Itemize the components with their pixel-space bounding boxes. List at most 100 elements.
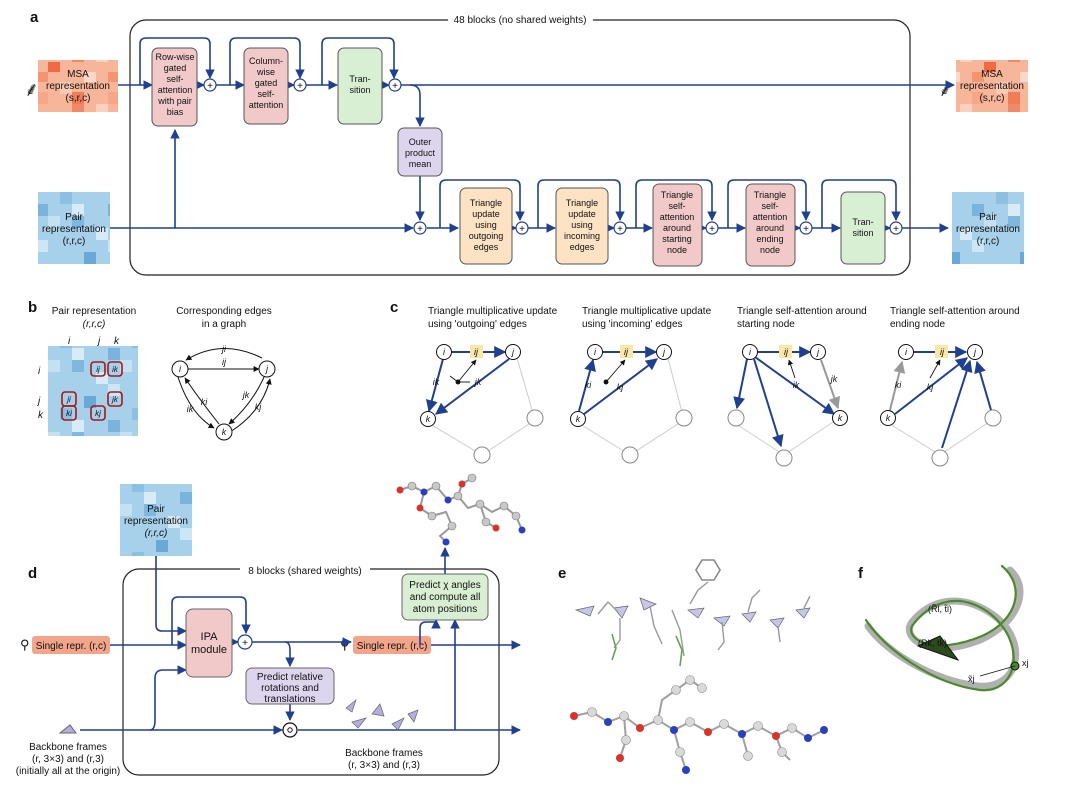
svg-text:i: i (594, 347, 597, 357)
pair-in-line3: (r,r,c) (63, 236, 86, 247)
svg-text:sition: sition (852, 228, 873, 238)
panel-c: c Triangle multiplicative update using '… (390, 299, 1020, 467)
svg-text:ki: ki (66, 409, 72, 418)
c-graph-ending: i j k ij ki kj (880, 344, 1002, 467)
svg-text:Triangle self-attention around: Triangle self-attention around (737, 306, 867, 317)
svg-text:mean: mean (409, 159, 432, 169)
pair-output: Pair representation (r,r,c) (952, 192, 1024, 264)
svg-text:ik: ik (112, 365, 119, 374)
svg-text:ik: ik (793, 380, 800, 390)
svg-text:jk: jk (474, 377, 482, 387)
d-single-out: Single repr. (r,c) (357, 641, 428, 652)
svg-text:jk: jk (830, 374, 838, 384)
svg-text:kj: kj (617, 382, 625, 392)
svg-text:attention: attention (753, 212, 788, 222)
predict-rot-box (245, 667, 335, 705)
sum-node-5 (515, 221, 529, 235)
pair-out-line3: (r,r,c) (977, 236, 1000, 247)
d-compose-node (282, 722, 298, 738)
panel-b: b Pair representation (r,r,c) Correspond… (28, 299, 276, 441)
f-backbone-traces (864, 564, 1024, 692)
row-attention-box (151, 47, 198, 127)
f-atom-link (979, 665, 1016, 677)
ipa-module-box (185, 608, 233, 678)
person-icon: ⚲ (340, 637, 350, 652)
d-pair-line1: Pair (147, 504, 165, 515)
ipa-line1: IPA (201, 631, 219, 643)
b-cell-labels: ij ik ji jk ki kj (66, 365, 119, 418)
svg-text:Triangle: Triangle (661, 190, 693, 200)
c-graph-incoming: i j k ij ki kj (570, 344, 693, 464)
f-frame-triangle (916, 635, 960, 662)
svg-text:Triangle multiplicative update: Triangle multiplicative update (582, 306, 712, 317)
predict-rot-line1: Predict relative (257, 672, 324, 683)
panel-c-label: c (390, 299, 398, 316)
svg-text:Triangle: Triangle (470, 198, 502, 208)
b-axis-labels: i j k i j k (36, 336, 120, 421)
svg-text:around: around (756, 223, 784, 233)
svg-text:around: around (663, 223, 691, 233)
tri-att-start-box (652, 183, 703, 267)
msa-in-line1: MSA (67, 69, 89, 80)
svg-text:using 'incoming' edges: using 'incoming' edges (582, 319, 683, 330)
svg-text:kj: kj (255, 402, 263, 412)
pair-out-line2: representation (956, 224, 1020, 235)
panel-a-arrows (110, 37, 955, 233)
pair-in-line2: representation (42, 224, 106, 235)
e-chain-molecule (570, 675, 828, 774)
svg-text:Triangle: Triangle (566, 198, 598, 208)
svg-text:ik: ik (187, 404, 194, 414)
tri-att-end-box (745, 183, 796, 267)
svg-text:node: node (667, 245, 687, 255)
svg-text:j: j (973, 347, 977, 357)
svg-text:k: k (886, 413, 891, 423)
panel-b-label: b (28, 299, 37, 316)
b-title2-line2: in a graph (202, 319, 246, 330)
f-label-true-frame: (Rk, tk) (918, 638, 947, 648)
svg-text:j: j (511, 347, 515, 357)
svg-text:ij: ij (624, 347, 629, 357)
msa-in-line2: representation (46, 81, 110, 92)
sum-node-6 (613, 221, 627, 235)
msa-output: ⸙ MSA representation (s,r,c) (938, 60, 1028, 112)
sum-node-8 (799, 221, 813, 235)
svg-text:k: k (576, 414, 581, 424)
svg-text:ik: ik (433, 377, 440, 387)
f-label-pred-frame: (R̃l, t̃l) (928, 604, 952, 614)
svg-text:update: update (472, 209, 500, 219)
svg-text:Tran-: Tran- (349, 74, 370, 84)
d-single-in: Single repr. (r,c) (36, 641, 107, 652)
svg-text:ki: ki (201, 397, 209, 407)
svg-text:self-: self- (166, 74, 183, 84)
svg-text:i: i (179, 364, 182, 374)
svg-text:ji: ji (221, 344, 227, 354)
panel-f: f (R̃l, t̃l) (Rk, tk) x̃j xj (858, 564, 1029, 692)
svg-text:ki: ki (895, 380, 903, 390)
predict-rot-line3: translations (264, 694, 315, 705)
svg-text:jk: jk (242, 390, 250, 400)
frames-out-line2: (r, 3×3) and (r,3) (348, 760, 420, 771)
predict-chi-line1: Predict χ angles (409, 580, 480, 591)
sum-node-2 (293, 78, 307, 92)
svg-text:bias: bias (167, 107, 184, 117)
msa-in-line3: (s,r,c) (66, 93, 91, 104)
d-pair-line3: (r,r,c) (145, 528, 168, 539)
svg-text:edges: edges (570, 242, 595, 252)
d-pair-line2: representation (124, 516, 188, 527)
svg-text:attention: attention (660, 212, 695, 222)
svg-text:kj: kj (927, 382, 935, 392)
panel-e-label: e (558, 565, 566, 582)
svg-text:ij: ij (222, 357, 227, 367)
panel-d-label: d (28, 565, 37, 582)
tri-update-in-box (555, 187, 609, 265)
svg-text:j: j (36, 396, 41, 407)
c-titles: Triangle multiplicative update using 'ou… (428, 306, 1020, 330)
c-graph-outgoing: i j k ij ik jk (420, 344, 544, 464)
panel-a-label: a (30, 9, 39, 26)
f-label-true-atom: xj (1022, 658, 1029, 668)
svg-text:Triangle multiplicative update: Triangle multiplicative update (428, 306, 558, 317)
tri-update-out-box (459, 187, 513, 265)
svg-text:starting: starting (662, 234, 692, 244)
predict-chi-line3: atom positions (413, 604, 477, 615)
